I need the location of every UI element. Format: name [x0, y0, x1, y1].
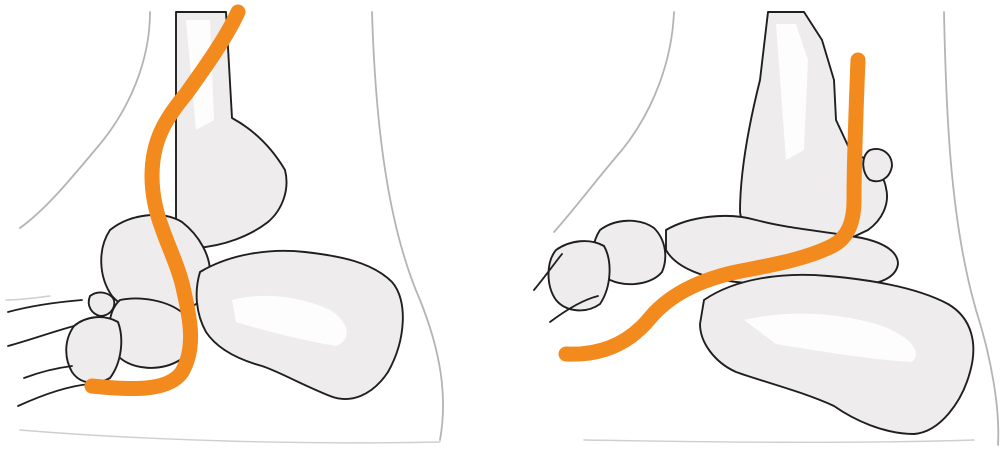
- skin-outline-instep: [6, 296, 50, 300]
- ankle-drawing-left: [0, 0, 504, 463]
- small-bone-1: [863, 149, 892, 181]
- skin-outline-sole: [584, 440, 974, 442]
- skin-outline-sole: [20, 430, 440, 443]
- ankle-panel-left: [0, 0, 504, 463]
- ankle-drawing-right: [504, 0, 1008, 463]
- metatarsal-line-2: [8, 326, 74, 346]
- skin-outline-front: [554, 12, 674, 232]
- calcaneus-bone: [700, 275, 973, 434]
- cuneiform-bone: [549, 241, 610, 310]
- ankle-panel-right: [504, 0, 1008, 463]
- skin-outline-front: [20, 12, 150, 228]
- small-bone-1: [89, 293, 115, 316]
- metatarsal-line-4: [18, 384, 90, 406]
- metatarsal-line-3: [24, 366, 72, 378]
- metatarsal-line-1: [8, 300, 82, 312]
- cuneiform-bone: [66, 317, 121, 383]
- tibia-bone: [740, 12, 887, 252]
